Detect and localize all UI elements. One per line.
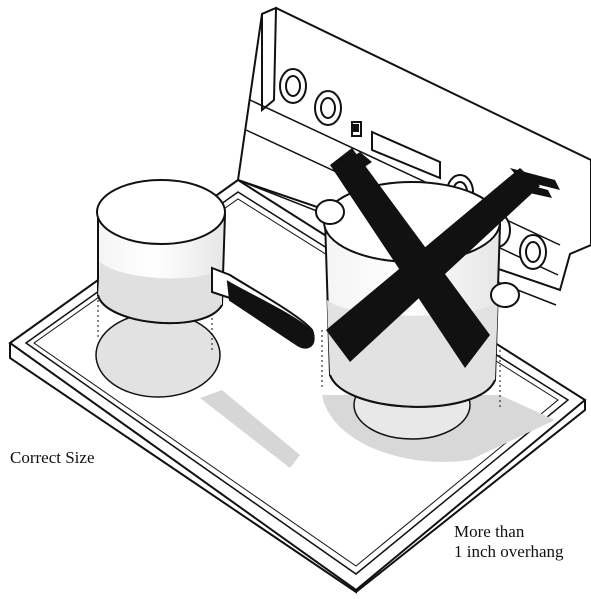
saucepan-icon (96, 179, 315, 350)
knob-2 (314, 90, 342, 126)
overhang-label: More than 1 inch overhang (454, 522, 564, 561)
display-window (371, 130, 441, 180)
small-pan-shadow (200, 390, 300, 468)
overhang-label-line2: 1 inch overhang (454, 541, 564, 561)
correct-size-label: Correct Size (10, 448, 95, 467)
x-mark-icon (326, 148, 560, 368)
knob-1 (279, 68, 307, 104)
small-burner (95, 312, 221, 398)
overhang-label-line1: More than (454, 522, 525, 541)
indicator-switch (351, 121, 362, 137)
knob-5 (519, 234, 547, 270)
